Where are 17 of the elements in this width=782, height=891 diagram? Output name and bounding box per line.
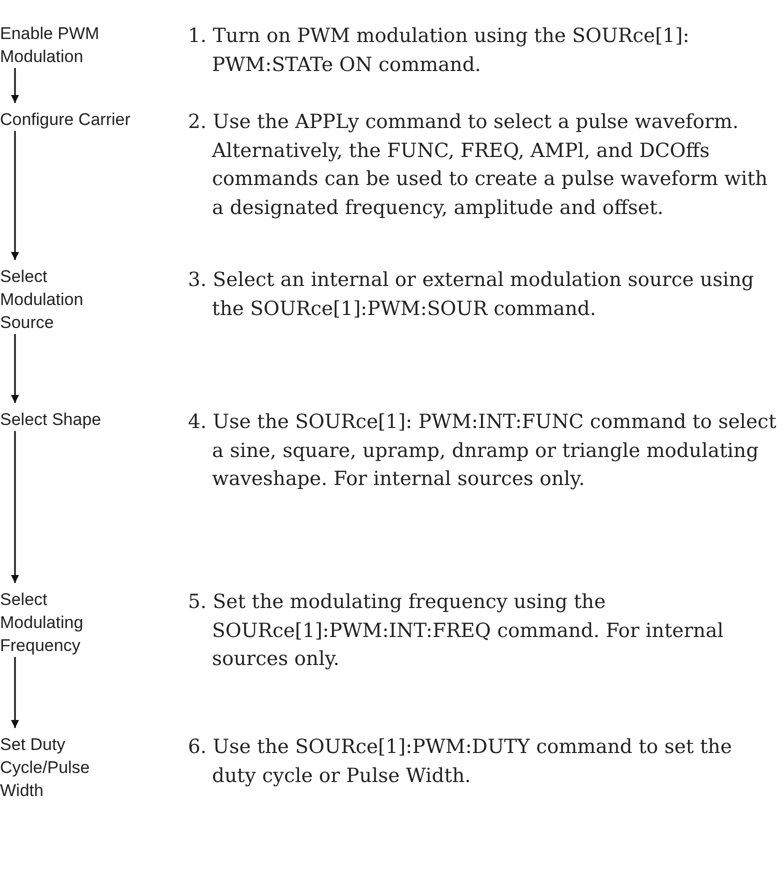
- arrow: [11, 431, 19, 583]
- arrow: [11, 131, 19, 260]
- arrow: [11, 334, 19, 403]
- step-label: Enable PWM Modulation: [0, 22, 110, 68]
- step-description: 3. Select an internal or external modulation source using the SOURce[1]:PWM:SOUR command.: [188, 267, 755, 322]
- step-description: 6. Use the SOURce[1]:PWM:DUTY command to set the duty cycle or Pulse Width.: [188, 734, 733, 788]
- step-description: 4. Use the SOURce[1]: PWM:INT:FUNC command to select a sine, square, upramp, dnramp or triangle modulating waveshape. For internal sources only.: [188, 409, 778, 492]
- step-description: 1. Turn on PWM modulation using the SOURce[1]: PWM:STATe ON command.: [188, 23, 690, 78]
- step-label: Select Modulation Source: [0, 265, 100, 334]
- step-description: 2. Use the APPLy command to select a pulse waveform. Alternatively, the FUNC, FREQ, AMPl, and DCOffs commands can be used to create a pulse waveform with a designated frequency, amplitude and offset.: [188, 109, 769, 220]
- step-label: Select Shape: [0, 408, 180, 431]
- step-label: Configure Carrier: [0, 108, 180, 131]
- arrow: [11, 68, 19, 103]
- arrow: [11, 657, 19, 728]
- step-label: Set Duty Cycle/Pulse Width: [0, 733, 100, 802]
- step-description: 5. Set the modulating frequency using the SOURce[1]:PWM:INT:FREQ command. For internal sources only.: [188, 589, 724, 672]
- step-label: Select Modulating Frequency: [0, 588, 100, 657]
